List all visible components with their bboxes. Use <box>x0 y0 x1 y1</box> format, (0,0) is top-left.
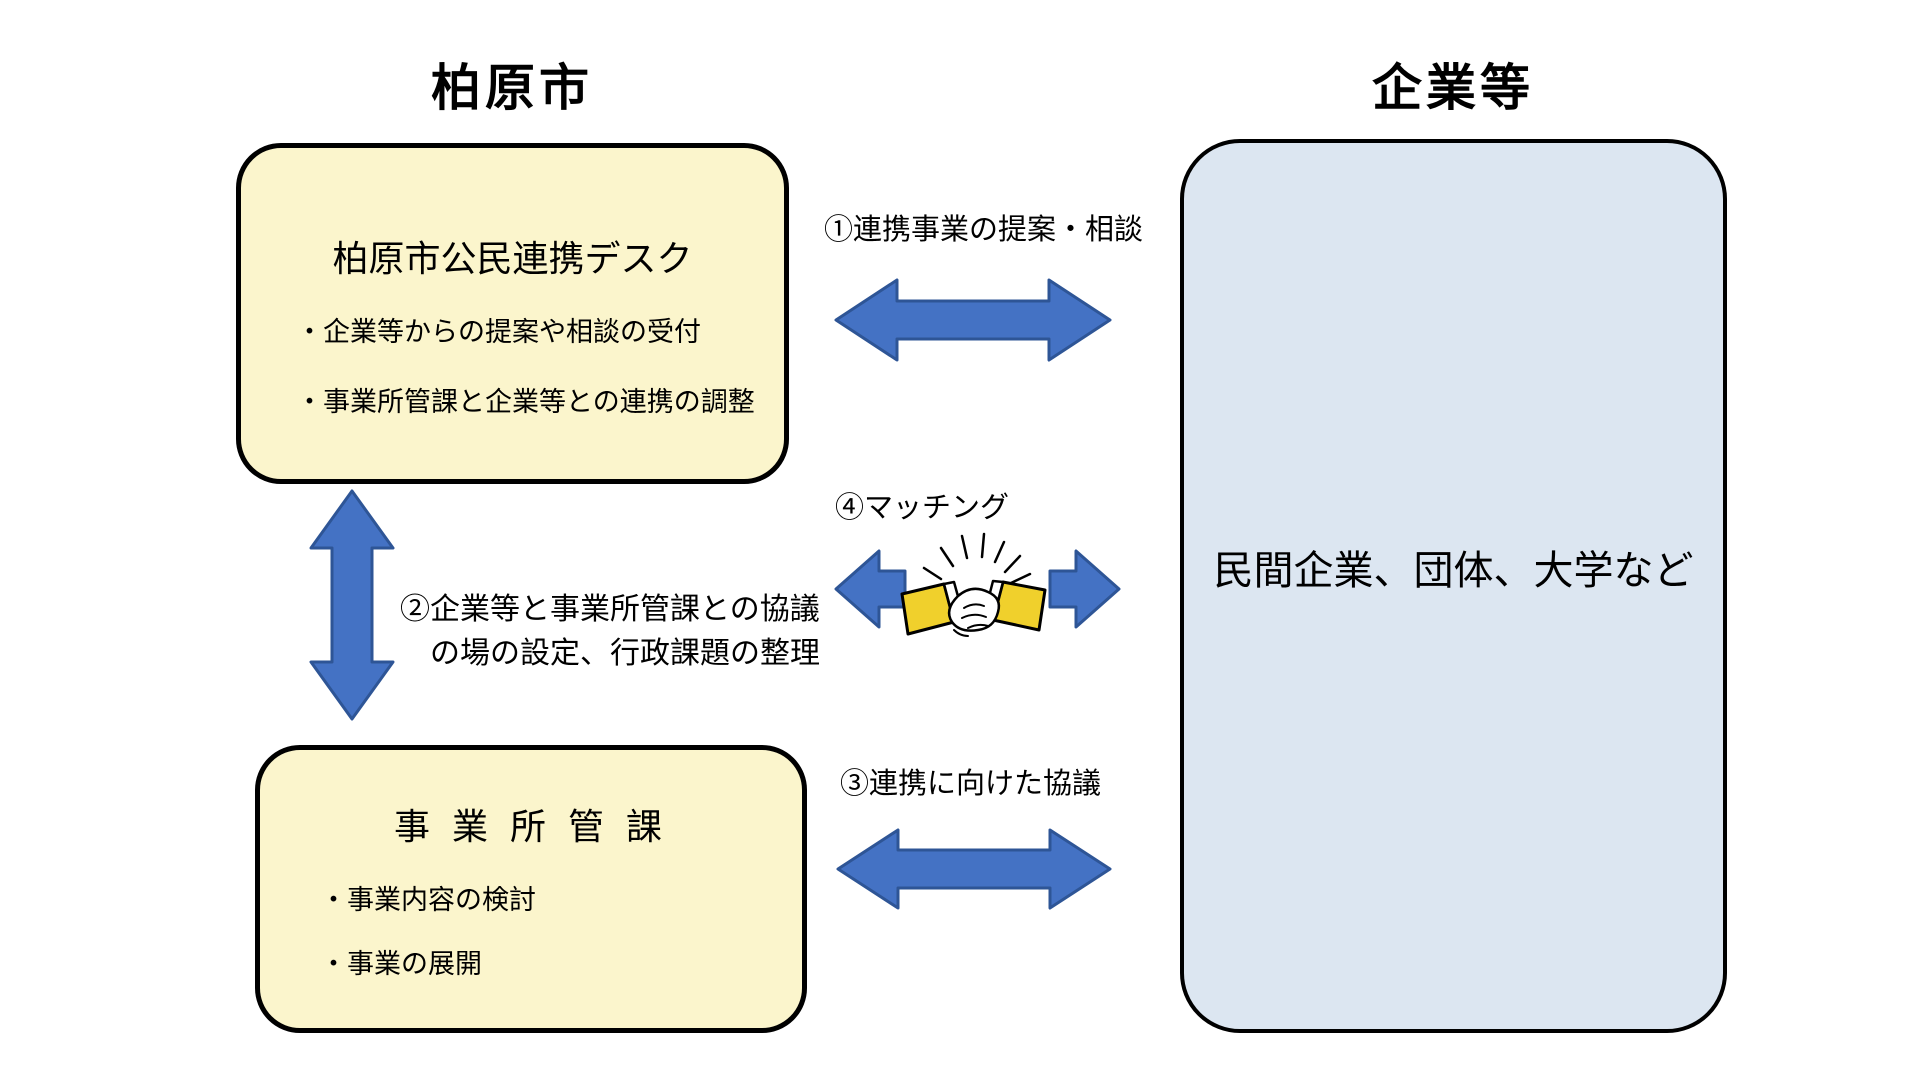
matching-right-arrow <box>1048 545 1122 633</box>
desk-box: 柏原市公民連携デスク ・企業等からの提案や相談の受付 ・事業所管課と企業等との連… <box>236 143 789 484</box>
companies-box-label: 民間企業、団体、大学など <box>1213 549 1694 593</box>
desk-box-title: 柏原市公民連携デスク <box>332 238 693 279</box>
top-double-arrow <box>833 272 1113 368</box>
desk-bullet-1: ・企業等からの提案や相談の受付 <box>296 317 701 347</box>
arrow-label-1: ①連携事業の提案・相談 <box>824 214 1144 246</box>
department-box: 事 業 所 管 課 ・事業内容の検討 ・事業の展開 <box>255 745 807 1033</box>
handshake-icon <box>896 526 1051 664</box>
arrow-label-2-line1: ②企業等と事業所管課との協議 <box>400 593 820 626</box>
department-bullet-1: ・事業内容の検討 <box>320 885 536 915</box>
department-bullet-2: ・事業の展開 <box>320 949 482 979</box>
right-column-title: 企業等 <box>1372 60 1534 116</box>
double-arrow-horizontal-icon <box>836 828 1112 910</box>
desk-bullet-2: ・事業所管課と企業等との連携の調整 <box>296 387 755 417</box>
arrow-right-icon <box>1048 549 1121 629</box>
left-column-title: 柏原市 <box>431 60 593 116</box>
matching-left-arrow <box>833 545 907 633</box>
department-box-title: 事 業 所 管 課 <box>393 806 668 847</box>
arrow-label-2-line2: の場の設定、行政課題の整理 <box>430 637 820 670</box>
companies-box: 民間企業、団体、大学など <box>1180 139 1727 1033</box>
arrow-label-3: ③連携に向けた協議 <box>840 768 1102 800</box>
double-arrow-vertical-icon <box>309 489 395 721</box>
double-arrow-horizontal-icon <box>834 278 1112 362</box>
arrow-label-4: ④マッチング <box>835 492 1010 524</box>
bottom-double-arrow <box>835 822 1113 916</box>
vertical-double-arrow <box>309 488 395 722</box>
arrow-left-icon <box>834 549 907 629</box>
